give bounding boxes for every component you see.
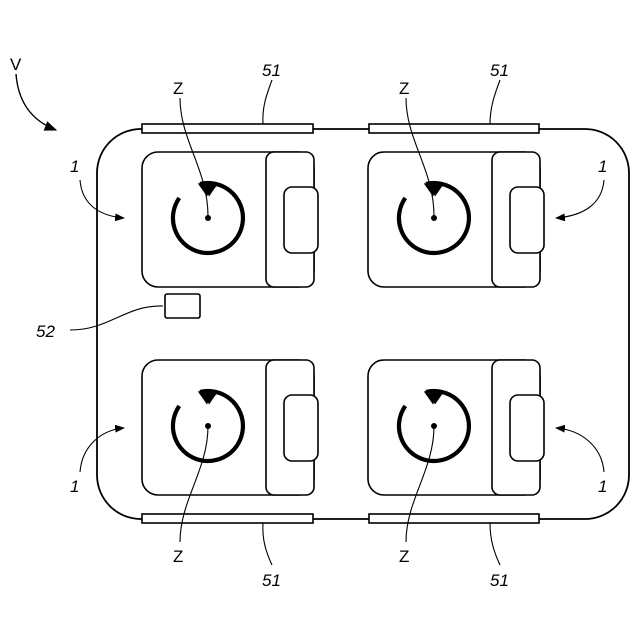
seats-group xyxy=(142,152,544,495)
door-label-top-left: 51 xyxy=(262,61,281,80)
vehicle-pointer-arrow xyxy=(16,74,56,130)
seat-headrest xyxy=(284,395,318,461)
seat-label-bottom-right: 1 xyxy=(598,477,607,496)
axis-leader-bottom-left xyxy=(180,426,208,542)
seat-label-bottom-left: 1 xyxy=(70,477,79,496)
door-label-bottom-right: 51 xyxy=(490,571,509,590)
vehicle-body-outline xyxy=(97,129,629,519)
axis-label-top-left: Z xyxy=(173,79,183,98)
seat-headrest xyxy=(510,187,544,253)
seat-leader-bottom-right xyxy=(556,428,604,472)
seat-headrest xyxy=(284,187,318,253)
seat-leader-top-right xyxy=(556,180,604,218)
seat-top-left xyxy=(142,152,318,287)
door-label-top-right: 51 xyxy=(490,61,509,80)
seat-label-top-right: 1 xyxy=(598,157,607,176)
axis-leader-top-left xyxy=(180,98,208,216)
control-box-label: 52 xyxy=(36,322,55,341)
door-leader-top-right xyxy=(490,80,500,124)
seat-leader-top-left xyxy=(80,180,124,218)
door-label-bottom-left: 51 xyxy=(262,571,281,590)
axis-leader-top-right xyxy=(406,98,434,216)
door-leader-bottom-left xyxy=(263,523,272,565)
seat-bottom-left xyxy=(142,360,318,495)
seat-leader-bottom-left xyxy=(80,428,124,472)
control-box xyxy=(165,294,200,318)
axis-leader-bottom-right xyxy=(406,426,434,542)
seat-label-top-left: 1 xyxy=(70,157,79,176)
door-leader-top-left xyxy=(263,80,272,124)
seat-top-right xyxy=(368,152,544,287)
control-box-leader xyxy=(70,306,163,330)
axis-label-bottom-left: Z xyxy=(173,547,183,566)
axis-label-top-right: Z xyxy=(399,79,409,98)
door-panel-bottom-right xyxy=(369,514,539,523)
door-panel-top-right xyxy=(369,124,539,133)
door-panel-top-left xyxy=(142,124,313,133)
seat-bottom-right xyxy=(368,360,544,495)
door-panel-bottom-left xyxy=(142,514,313,523)
door-leader-bottom-right xyxy=(490,523,500,565)
seat-headrest xyxy=(510,395,544,461)
axis-label-bottom-right: Z xyxy=(399,547,409,566)
vehicle-label: V xyxy=(10,55,22,74)
